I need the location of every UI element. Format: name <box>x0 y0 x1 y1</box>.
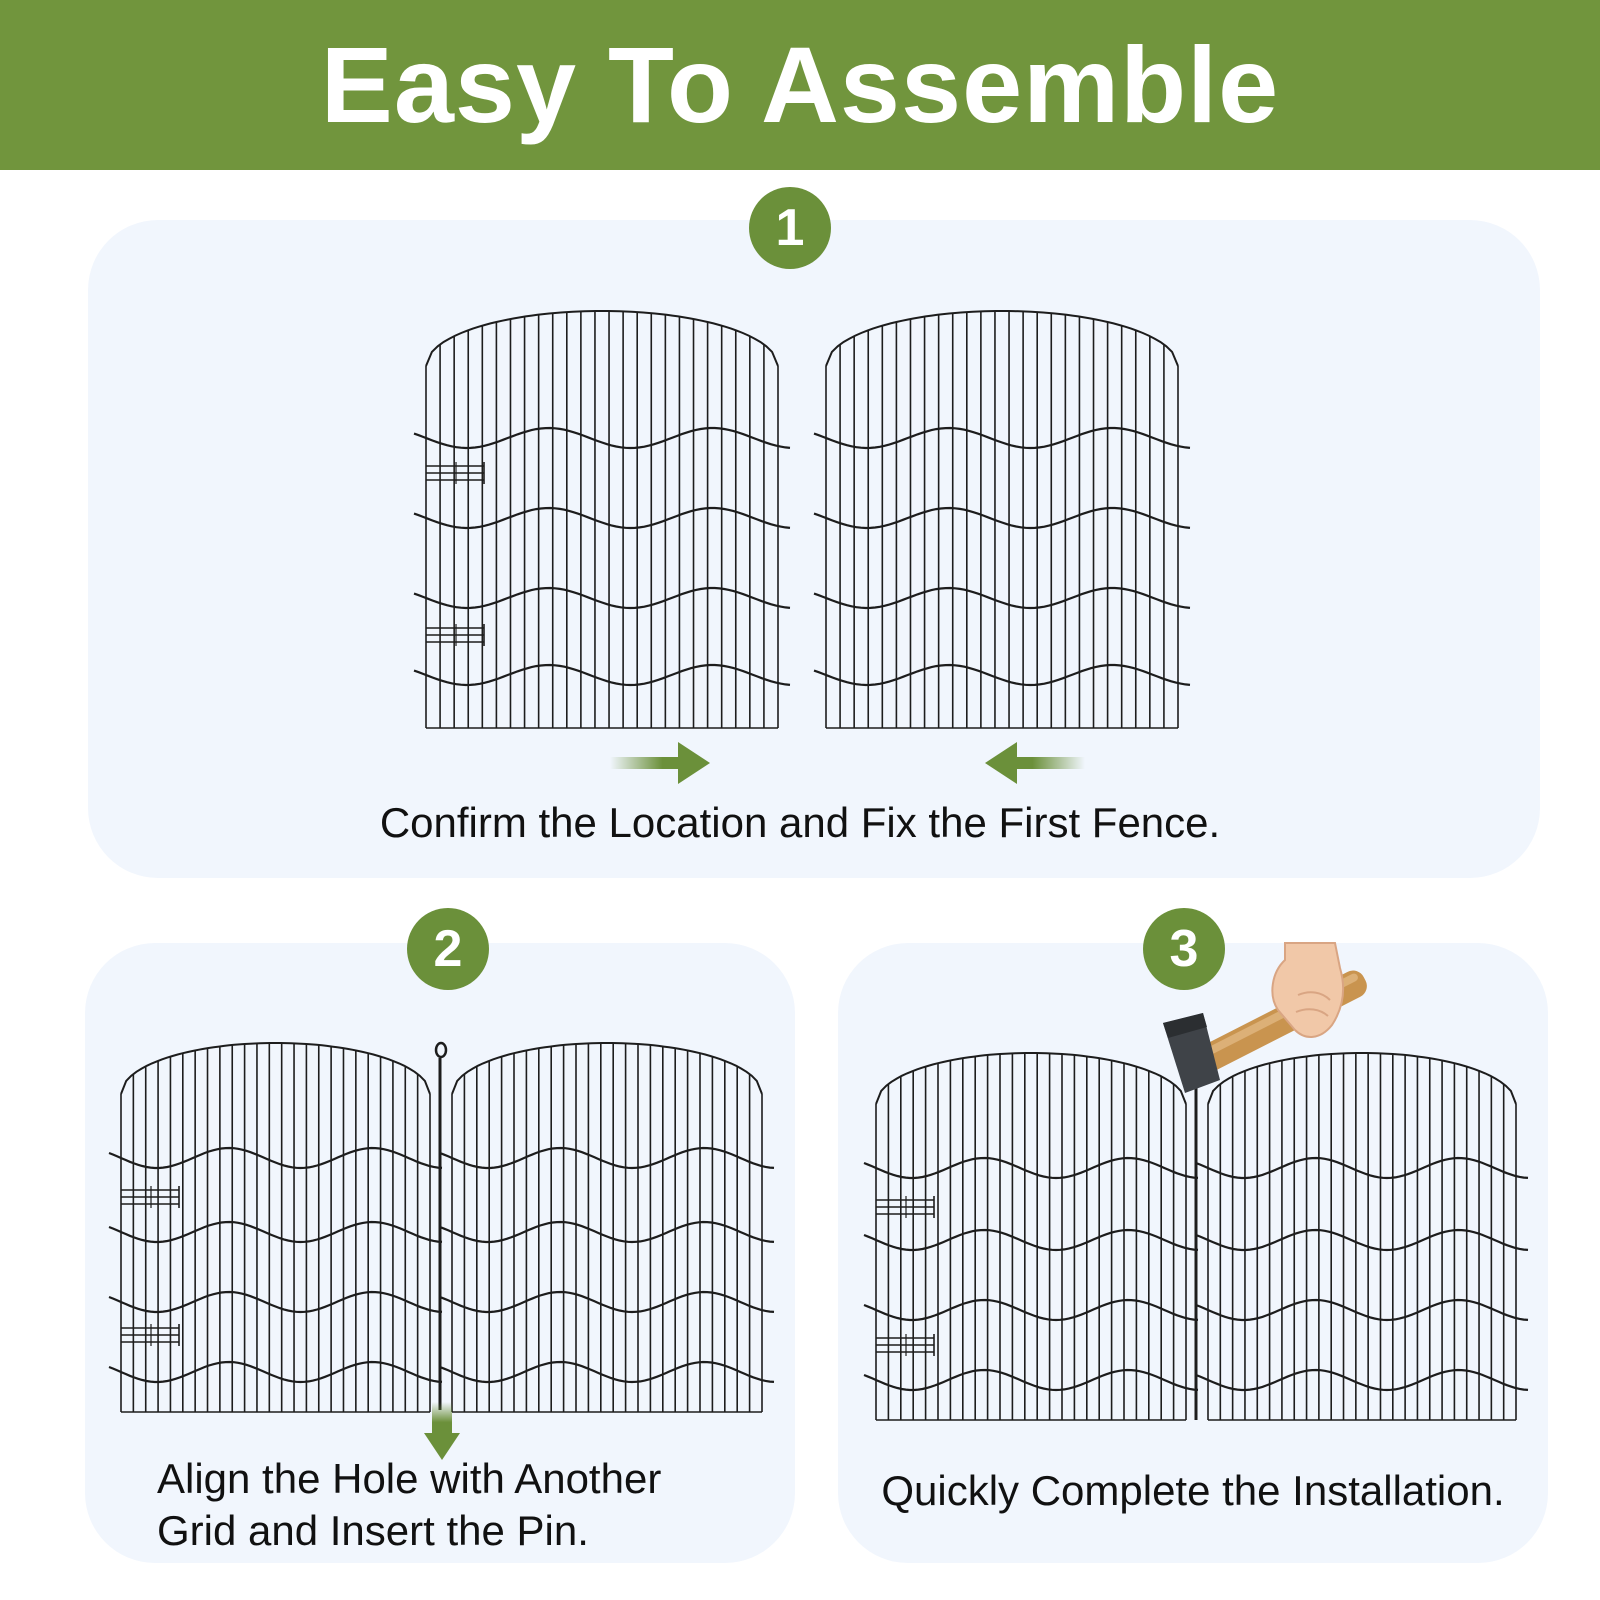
fence-wave-wire <box>863 1228 1199 1252</box>
fence-wave-wire <box>108 1290 443 1314</box>
fence-panel-right <box>1195 1052 1529 1421</box>
fence-wave-wire <box>1195 1156 1529 1180</box>
fence-wave-wire <box>813 506 1191 530</box>
hand-icon <box>1271 942 1345 1038</box>
step-1-badge: 1 <box>749 187 831 269</box>
fence-wave-wire <box>413 663 791 687</box>
fence-wave-wire <box>863 1156 1199 1180</box>
fence-wave-wire <box>108 1220 443 1244</box>
fence-top-rail <box>120 1042 431 1095</box>
fence-top-rail <box>875 1052 1187 1105</box>
arrow-left-icon <box>985 742 1085 784</box>
fence-wave-wire <box>813 663 1191 687</box>
step-2-caption: Align the Hole with Another Grid and Ins… <box>157 1453 661 1557</box>
fence-panel-left <box>108 1042 443 1413</box>
fence-top-rail <box>825 310 1179 367</box>
step-3-badge: 3 <box>1143 908 1225 990</box>
fence-wave-wire <box>439 1146 775 1170</box>
fence-wave-wire <box>439 1220 775 1244</box>
arrow-down-icon <box>424 1402 460 1460</box>
arrow-right-icon <box>610 742 710 784</box>
fence-panel-right <box>439 1042 775 1413</box>
fence-wave-wire <box>108 1360 443 1384</box>
fence-panel-right <box>813 310 1191 729</box>
fence-top-rail <box>451 1042 763 1095</box>
step-2-caption-line2: Grid and Insert the Pin. <box>157 1507 589 1554</box>
fence-top-rail <box>425 310 779 367</box>
step-1-caption: Confirm the Location and Fix the First F… <box>379 799 1221 846</box>
fence-wave-wire <box>413 506 791 530</box>
fence-wave-wire <box>863 1298 1199 1322</box>
step-1-panel <box>88 220 1540 878</box>
fence-wave-wire <box>863 1368 1199 1392</box>
fence-wave-wire <box>413 586 791 610</box>
fence-panel-left <box>863 1052 1199 1421</box>
fence-wave-wire <box>813 586 1191 610</box>
fence-wave-wire <box>1195 1368 1529 1392</box>
fence-wave-wire <box>413 426 791 450</box>
step-3-caption: Quickly Complete the Installation. <box>881 1467 1505 1514</box>
fence-wave-wire <box>813 426 1191 450</box>
pin-icon <box>434 1041 448 1410</box>
fence-wave-wire <box>1195 1298 1529 1322</box>
fence-wave-wire <box>1195 1228 1529 1252</box>
fence-wave-wire <box>439 1360 775 1384</box>
step-2-caption-line1: Align the Hole with Another <box>157 1455 662 1502</box>
step-2-badge: 2 <box>407 908 489 990</box>
header-banner: Easy To Assemble <box>0 0 1600 170</box>
page-title: Easy To Assemble <box>320 24 1280 145</box>
fence-top-rail <box>1207 1052 1517 1105</box>
fence-panel-left <box>413 310 791 729</box>
fence-wave-wire <box>108 1146 443 1170</box>
fence-wave-wire <box>439 1290 775 1314</box>
